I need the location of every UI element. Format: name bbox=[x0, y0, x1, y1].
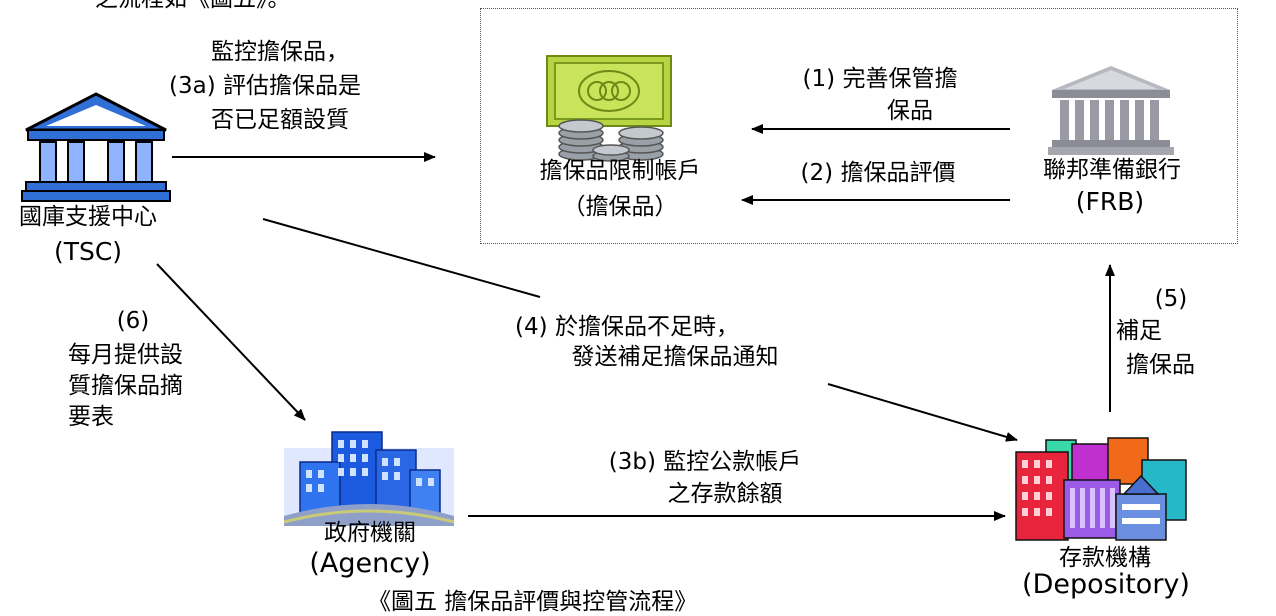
arrow-4-seg1 bbox=[262, 218, 541, 298]
frb-name: 聯邦準備銀行 bbox=[1043, 157, 1181, 183]
label-5-line3: 擔保品 bbox=[1126, 352, 1195, 378]
label-3a-line1: 監控擔保品， bbox=[211, 39, 349, 65]
label-5-line2: 補足 bbox=[1116, 318, 1162, 344]
label-4-line2: 發送補足擔保品通知 bbox=[571, 344, 779, 370]
label-1-line1: (1) 完善保管擔 bbox=[802, 66, 958, 92]
label-3b-line1: (3b) 監控公款帳戶 bbox=[608, 449, 802, 475]
collateral-money-icon bbox=[546, 55, 672, 162]
label-6-line4: 要表 bbox=[68, 404, 114, 430]
collateral-group-box bbox=[480, 8, 1238, 244]
depository-building-icon bbox=[1015, 437, 1187, 541]
label-2: (2) 擔保品評價 bbox=[800, 160, 956, 186]
tsc-abbr: (TSC) bbox=[53, 237, 123, 266]
label-5-line1: (5) bbox=[1154, 286, 1188, 312]
account-sub: （擔保品） bbox=[562, 194, 678, 220]
arrow-4-seg2 bbox=[827, 383, 1018, 442]
top-text-fragment: 之流程如《圖五》。 bbox=[95, 0, 291, 13]
arrow-6 bbox=[156, 263, 306, 421]
depository-name: 存款機構 bbox=[1059, 545, 1151, 571]
frb-abbr: (FRB) bbox=[1075, 187, 1145, 216]
label-6-line3: 質擔保品摘 bbox=[68, 373, 183, 399]
flow-arrows bbox=[156, 124, 1115, 521]
label-6-line1: (6) bbox=[116, 308, 150, 334]
frb-bank-icon bbox=[1048, 66, 1174, 155]
tsc-bank-icon bbox=[21, 92, 171, 202]
label-3b-line2: 之存款餘額 bbox=[667, 481, 783, 507]
depository-abbr: (Depository) bbox=[1022, 569, 1190, 600]
label-6-line2: 每月提供設 bbox=[68, 342, 183, 368]
tsc-name: 國庫支援中心 bbox=[19, 204, 157, 230]
label-1-line2: 保品 bbox=[887, 98, 933, 124]
label-3a-line2: (3a) 評估擔保品是 bbox=[169, 73, 361, 99]
agency-name: 政府機關 bbox=[324, 520, 416, 546]
agency-abbr: (Agency) bbox=[309, 548, 431, 579]
account-name: 擔保品限制帳戶 bbox=[539, 158, 701, 184]
label-3a-line3: 否已足額設質 bbox=[211, 107, 349, 133]
label-4-line1: (4) 於擔保品不足時， bbox=[515, 314, 739, 340]
agency-building-icon bbox=[284, 431, 454, 526]
